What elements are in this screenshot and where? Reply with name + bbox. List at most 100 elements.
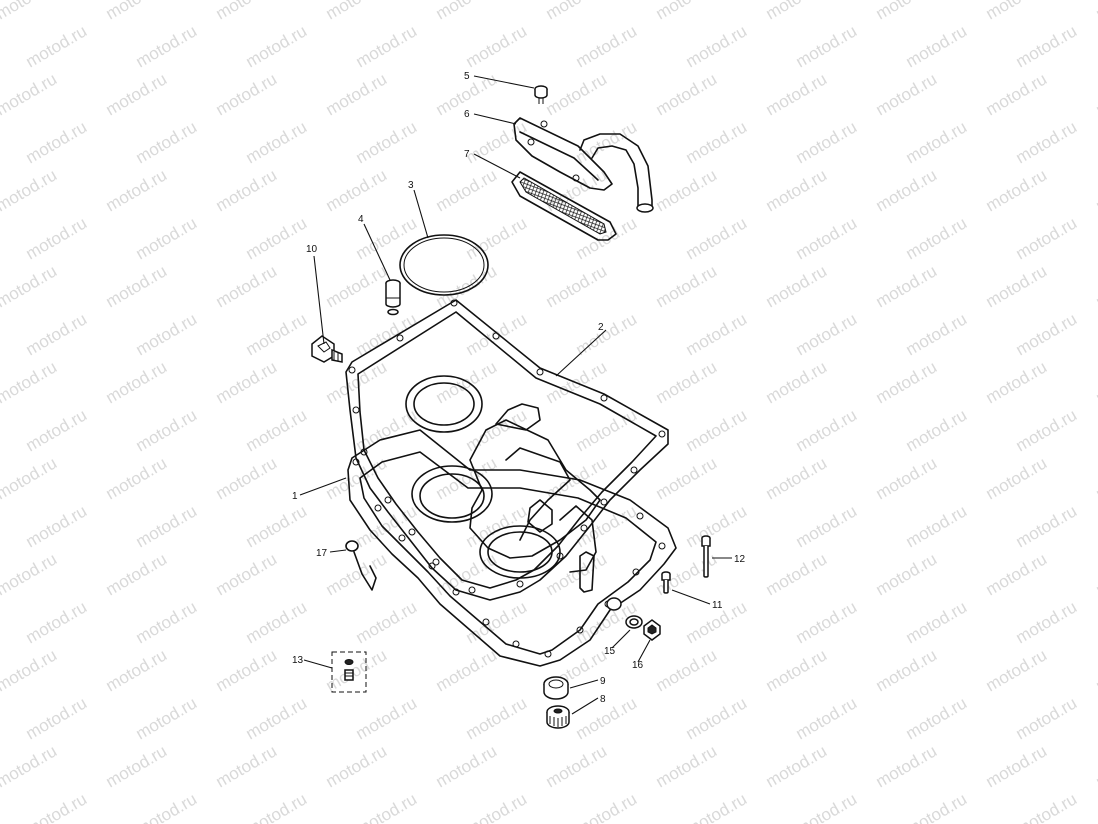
watermark-text: motod.ru	[0, 261, 60, 311]
watermark-text: motod.ru	[133, 21, 201, 71]
watermark-text: motod.ru	[903, 405, 971, 455]
watermark-text: motod.ru	[793, 405, 861, 455]
watermark-text: motod.ru	[433, 453, 501, 503]
watermark-text: motod.ru	[873, 549, 941, 599]
watermark-text: motod.ru	[133, 309, 201, 359]
watermark-text: motod.ru	[323, 261, 391, 311]
watermark-text: motod.ru	[873, 741, 941, 791]
callout-16: 16	[632, 660, 644, 671]
watermark-text: motod.ru	[763, 165, 831, 215]
sump-gasket	[345, 299, 669, 601]
watermark-text: motod.ru	[793, 501, 861, 551]
filler-plug	[546, 705, 570, 729]
watermark-text: motod.ru	[1013, 597, 1081, 647]
watermark-text: motod.ru	[793, 213, 861, 263]
watermark-text: motod.ru	[903, 597, 971, 647]
callout-8: 8	[600, 694, 606, 705]
watermark-text: motod.ru	[873, 261, 941, 311]
watermark-text: motod.ru	[793, 117, 861, 167]
watermark-text: motod.ru	[133, 597, 201, 647]
watermark-text: motod.ru	[23, 693, 91, 743]
watermark-text: motod.ru	[103, 261, 171, 311]
watermark-text: motod.ru	[793, 597, 861, 647]
callout-12: 12	[734, 554, 746, 565]
watermark-text: motod.ru	[353, 693, 421, 743]
watermark-text: motod.ru	[983, 69, 1051, 119]
watermark-text: motod.ru	[353, 597, 421, 647]
watermark-text: motod.ru	[353, 309, 421, 359]
watermark-text: motod.ru	[763, 453, 831, 503]
strainer-screen	[511, 171, 617, 241]
watermark-text: motod.ru	[573, 21, 641, 71]
watermark-text: motod.ru	[653, 165, 721, 215]
watermark-text: motod.ru	[213, 645, 281, 695]
watermark-text: motod.ru	[683, 693, 751, 743]
short-bolt	[661, 571, 671, 594]
watermark-text: motod.ru	[243, 309, 311, 359]
watermark-text: motod.ru	[433, 0, 501, 23]
watermark-text: motod.ru	[133, 405, 201, 455]
oil-sump-body	[347, 429, 677, 667]
watermark-text: motod.ru	[103, 165, 171, 215]
leader-lines	[299, 75, 732, 715]
watermark-text: motod.ru	[433, 549, 501, 599]
watermark-text: motod.ru	[653, 741, 721, 791]
watermark-text: motod.ru	[133, 501, 201, 551]
watermark-text: motod.ru	[463, 597, 531, 647]
watermark-text: motod.ru	[23, 117, 91, 167]
watermark-text: motod.ru	[23, 789, 91, 824]
watermark-text: motod.ru	[763, 741, 831, 791]
watermark-text: motod.ru	[103, 453, 171, 503]
o-ring	[399, 234, 489, 296]
watermark-text: motod.ru	[983, 357, 1051, 407]
watermark-text: motod.ru	[983, 261, 1051, 311]
watermark-text: motod.ru	[323, 645, 391, 695]
watermark-text: motod.ru	[0, 0, 60, 23]
callout-5: 5	[464, 71, 470, 82]
watermark-text: motod.ru	[543, 741, 611, 791]
watermark-text: motod.ru	[983, 0, 1051, 23]
watermark-text: motod.ru	[683, 501, 751, 551]
watermark-text: motod.ru	[243, 597, 311, 647]
watermark-text: motod.ru	[1013, 117, 1081, 167]
watermark-text: motod.ru	[0, 165, 60, 215]
watermark-text: motod.ru	[573, 693, 641, 743]
watermark-text: motod.ru	[543, 261, 611, 311]
watermark-text: motod.ru	[103, 69, 171, 119]
watermark-text: motod.ru	[873, 453, 941, 503]
strainer-bolt	[534, 85, 548, 104]
watermark-text: motod.ru	[323, 165, 391, 215]
watermark-text: motod.ru	[323, 69, 391, 119]
callout-3: 3	[408, 180, 414, 191]
watermark-text: motod.ru	[433, 165, 501, 215]
callout-6: 6	[464, 109, 470, 120]
watermark-text: motod.ru	[103, 0, 171, 23]
watermark-text: motod.ru	[103, 357, 171, 407]
watermark-text: motod.ru	[543, 0, 611, 23]
watermark-text: motod.ru	[683, 117, 751, 167]
callout-11: 11	[712, 600, 723, 611]
watermark-text: motod.ru	[433, 645, 501, 695]
watermark-text: motod.ru	[213, 549, 281, 599]
watermark-text: motod.ru	[23, 213, 91, 263]
watermark-text: motod.ru	[23, 405, 91, 455]
watermark-text: motod.ru	[903, 21, 971, 71]
watermark-text: motod.ru	[793, 789, 861, 824]
watermark-text: motod.ru	[213, 261, 281, 311]
watermark-text: motod.ru	[243, 693, 311, 743]
watermark-text: motod.ru	[133, 789, 201, 824]
watermark-text: motod.ru	[1093, 0, 1098, 23]
watermark-text: motod.ru	[653, 69, 721, 119]
watermark-text: motod.ru	[873, 165, 941, 215]
watermark-text: motod.ru	[103, 645, 171, 695]
retaining-clip	[345, 540, 377, 591]
watermark-text: motod.ru	[873, 357, 941, 407]
watermark-text: motod.ru	[103, 549, 171, 599]
callout-17: 17	[316, 548, 328, 559]
watermark-text: motod.ru	[1093, 453, 1098, 503]
watermark-text: motod.ru	[323, 741, 391, 791]
watermark-text: motod.ru	[1013, 405, 1081, 455]
watermark-text: motod.ru	[1093, 261, 1098, 311]
watermark-text: motod.ru	[463, 117, 531, 167]
